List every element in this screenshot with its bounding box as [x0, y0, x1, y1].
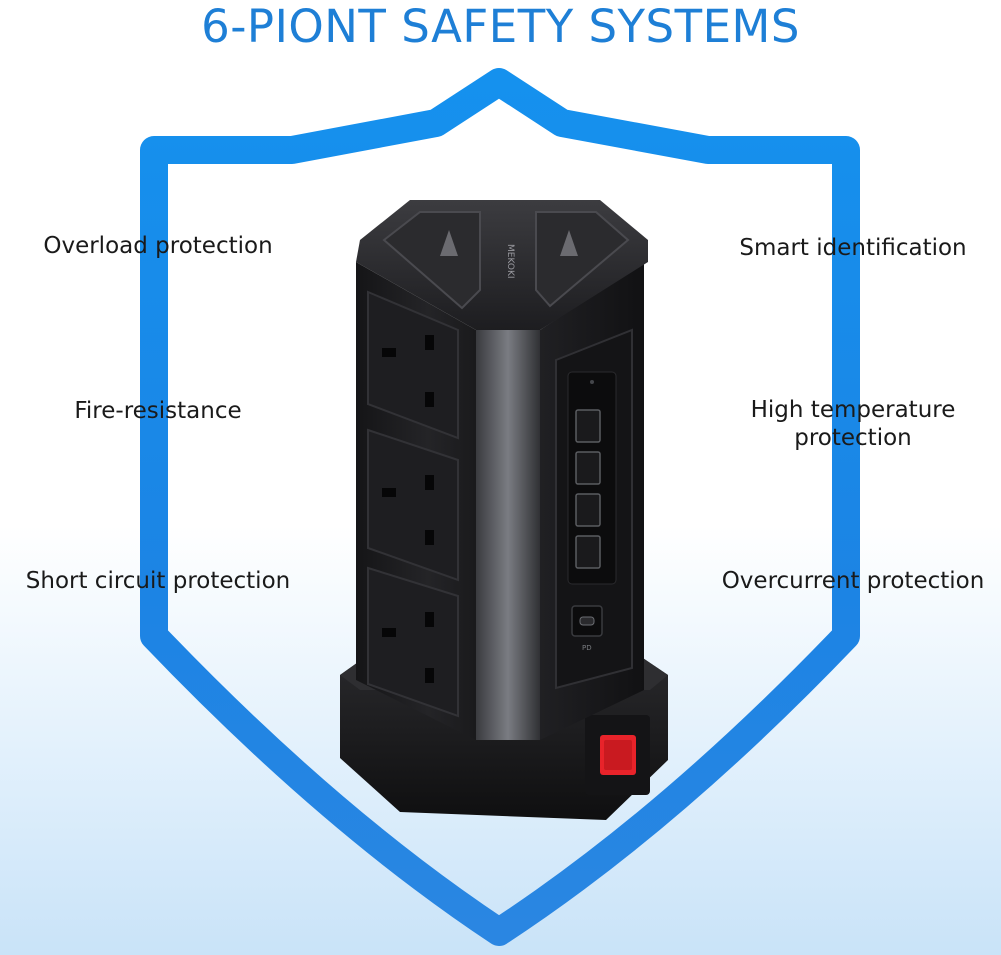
top-socket-icon — [440, 230, 458, 256]
uk-socket-2 — [367, 428, 459, 582]
brand-mark: MEKOKI — [505, 244, 515, 279]
usb-port-1 — [575, 409, 601, 443]
pd-label: PD — [582, 644, 592, 652]
usb-port-2 — [575, 451, 601, 485]
feature-smart-identification: Smart identification — [739, 235, 967, 261]
feature-high-temperature-label: High temperature protection — [750, 397, 956, 451]
feature-short-circuit-protection: Short circuit protection — [25, 568, 291, 594]
feature-fire-resistance: Fire-resistance — [74, 398, 242, 424]
usb-port-4 — [575, 535, 601, 569]
uk-socket-3 — [367, 566, 459, 718]
uk-socket-1 — [367, 290, 459, 440]
top-socket-icon-2 — [560, 230, 578, 256]
tower-center-stripe — [476, 330, 540, 740]
feature-high-temperature-protection: High temperature protection — [708, 396, 998, 452]
feature-overload-protection: Overload protection — [43, 233, 273, 259]
feature-overcurrent-protection: Overcurrent protection — [721, 568, 985, 594]
shield-path — [140, 68, 860, 946]
usb-port-3 — [575, 493, 601, 527]
page-title: 6-PIONT SAFETY SYSTEMS — [201, 0, 800, 53]
